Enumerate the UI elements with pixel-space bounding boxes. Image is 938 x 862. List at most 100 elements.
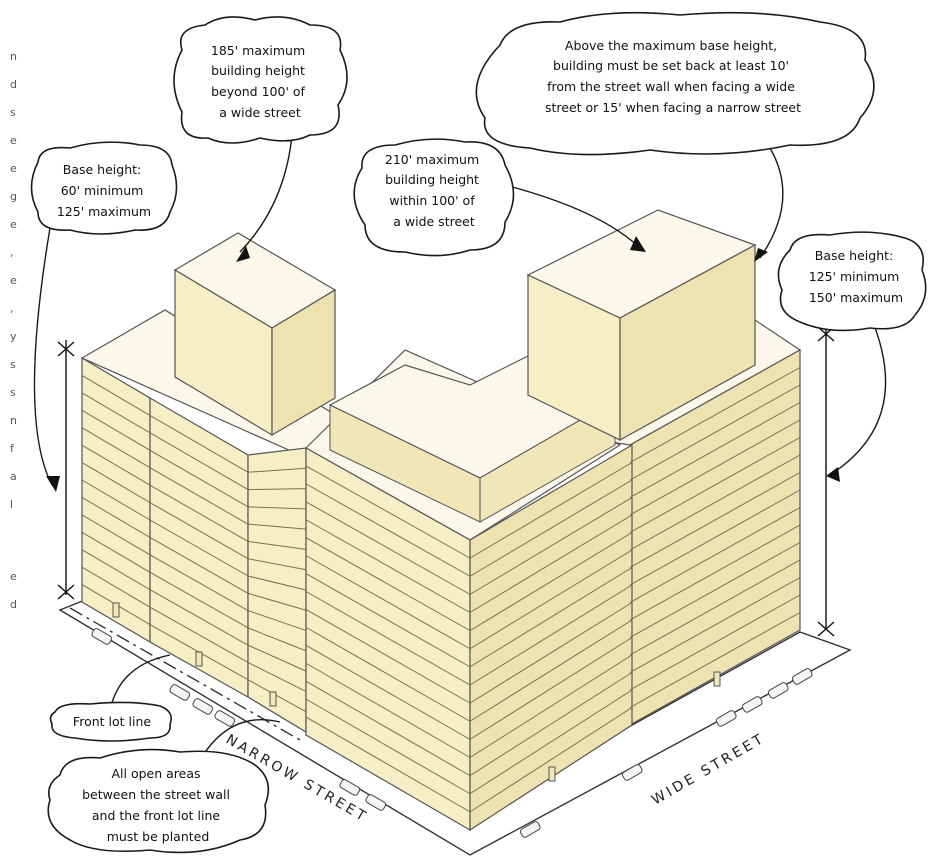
- callout-line: Front lot line: [73, 714, 151, 729]
- car: [169, 684, 191, 701]
- callout-bubble: [777, 231, 927, 332]
- car: [621, 764, 643, 781]
- callout-line: building height: [211, 63, 305, 78]
- tower-210-facade-right: [619, 243, 756, 442]
- callout-bubble: [49, 701, 173, 742]
- edge-text: l: [10, 498, 13, 511]
- callout-front-lot-line: Front lot line: [49, 701, 173, 742]
- doors: [112, 602, 721, 782]
- car: [91, 628, 113, 645]
- floor-line: [247, 644, 307, 672]
- tower-185: [173, 232, 337, 437]
- floor-line: [469, 654, 633, 758]
- floor-line: [81, 549, 151, 591]
- front-lot-line: [69, 607, 301, 741]
- car: [339, 779, 361, 796]
- floor-line: [81, 531, 151, 573]
- floor-line: [629, 367, 801, 463]
- tower-210: [526, 209, 757, 442]
- tower-185-facade-right: [271, 288, 336, 437]
- callout-text: 210' maximum building height within 100'…: [385, 152, 483, 229]
- arrowhead: [826, 467, 840, 482]
- callout-line: from the street wall when facing a wide: [547, 79, 795, 94]
- floor-line: [469, 584, 633, 686]
- floor-line: [305, 465, 471, 559]
- leader-185: [239, 134, 293, 253]
- callout-bubble: [173, 16, 348, 144]
- callout-bubble: [475, 11, 875, 156]
- leader-210: [504, 184, 641, 249]
- edge-text: s: [10, 358, 16, 371]
- floor-line: [469, 672, 633, 777]
- floor-line: [81, 462, 151, 504]
- edge-text: e: [10, 162, 17, 175]
- edge-text: e: [10, 218, 17, 231]
- floor-line: [149, 554, 249, 612]
- dimension-left: [57, 340, 75, 600]
- floor-line: [629, 524, 801, 621]
- callout-line: 185' maximum: [211, 43, 305, 58]
- floor-line: [81, 392, 151, 434]
- floor-line: [149, 432, 249, 491]
- floor-line: [469, 689, 633, 795]
- floor-line: [629, 472, 801, 568]
- floor-line: [81, 514, 151, 556]
- floor-line: [305, 626, 471, 722]
- edge-text: ,: [10, 302, 14, 315]
- floor-line: [149, 536, 249, 594]
- leader-open-areas: [199, 718, 281, 761]
- callout-base-wide: Base height: 125' minimum 150' maximum: [777, 231, 927, 332]
- floor-line: [469, 549, 633, 650]
- callout-text: Front lot line: [73, 714, 151, 729]
- floor-line: [629, 594, 801, 691]
- callout-setback: Above the maximum base height, building …: [475, 11, 875, 156]
- edge-text: n: [10, 414, 17, 427]
- callout-line: beyond 100' of: [211, 84, 305, 99]
- callout-open-areas: All open areas between the street wall a…: [47, 748, 270, 854]
- leader-setback: [759, 147, 784, 259]
- floor-line: [469, 532, 633, 632]
- floor-line: [305, 483, 471, 577]
- floor-line: [305, 644, 471, 740]
- edge-text: ,: [10, 246, 14, 259]
- floor-line: [469, 707, 633, 813]
- edge-text: e: [10, 570, 17, 583]
- callout-text: Above the maximum base height, building …: [545, 38, 801, 115]
- callout-line: building height: [385, 172, 479, 187]
- entrance-door: [112, 602, 120, 618]
- floor-line: [247, 467, 307, 473]
- edge-text: y: [10, 330, 17, 343]
- callout-line: 125' maximum: [57, 204, 151, 219]
- leader-base-wide: [829, 314, 887, 476]
- callout-line: a wide street: [219, 105, 301, 120]
- wide-street-label: WIDE STREET: [649, 730, 768, 808]
- leader-front-lot: [109, 654, 171, 711]
- floor-line: [149, 449, 249, 508]
- edge-text: d: [10, 78, 17, 91]
- floor-line: [469, 637, 633, 740]
- floor-line: [247, 506, 307, 510]
- floor-line: [247, 592, 307, 611]
- callout-line: Above the maximum base height,: [565, 38, 777, 53]
- floor-line: [247, 679, 307, 713]
- floor-line: [629, 542, 801, 638]
- callout-line: 125' minimum: [809, 269, 900, 284]
- car: [519, 821, 541, 838]
- car: [214, 710, 236, 727]
- floor-line: [305, 555, 471, 650]
- floor-line: [305, 537, 471, 632]
- floor-line: [469, 514, 633, 613]
- cars-narrow-street: [91, 628, 387, 811]
- floor-line: [629, 577, 801, 673]
- entrance-door: [713, 671, 721, 687]
- callout-line: Base height:: [63, 162, 141, 177]
- floor-line: [247, 627, 307, 652]
- edge-text-column: n d s e e g e , e , y s s n f a l e d: [10, 50, 17, 611]
- callout-text: 185' maximum building height beyond 100'…: [211, 43, 309, 120]
- floor-line: [629, 507, 801, 603]
- edge-text: s: [10, 106, 16, 119]
- callout-line: building must be set back at least 10': [553, 58, 789, 73]
- leader-base-narrow: [33, 227, 53, 486]
- callout-bubble: [47, 748, 270, 854]
- callout-line: between the street wall: [82, 787, 230, 802]
